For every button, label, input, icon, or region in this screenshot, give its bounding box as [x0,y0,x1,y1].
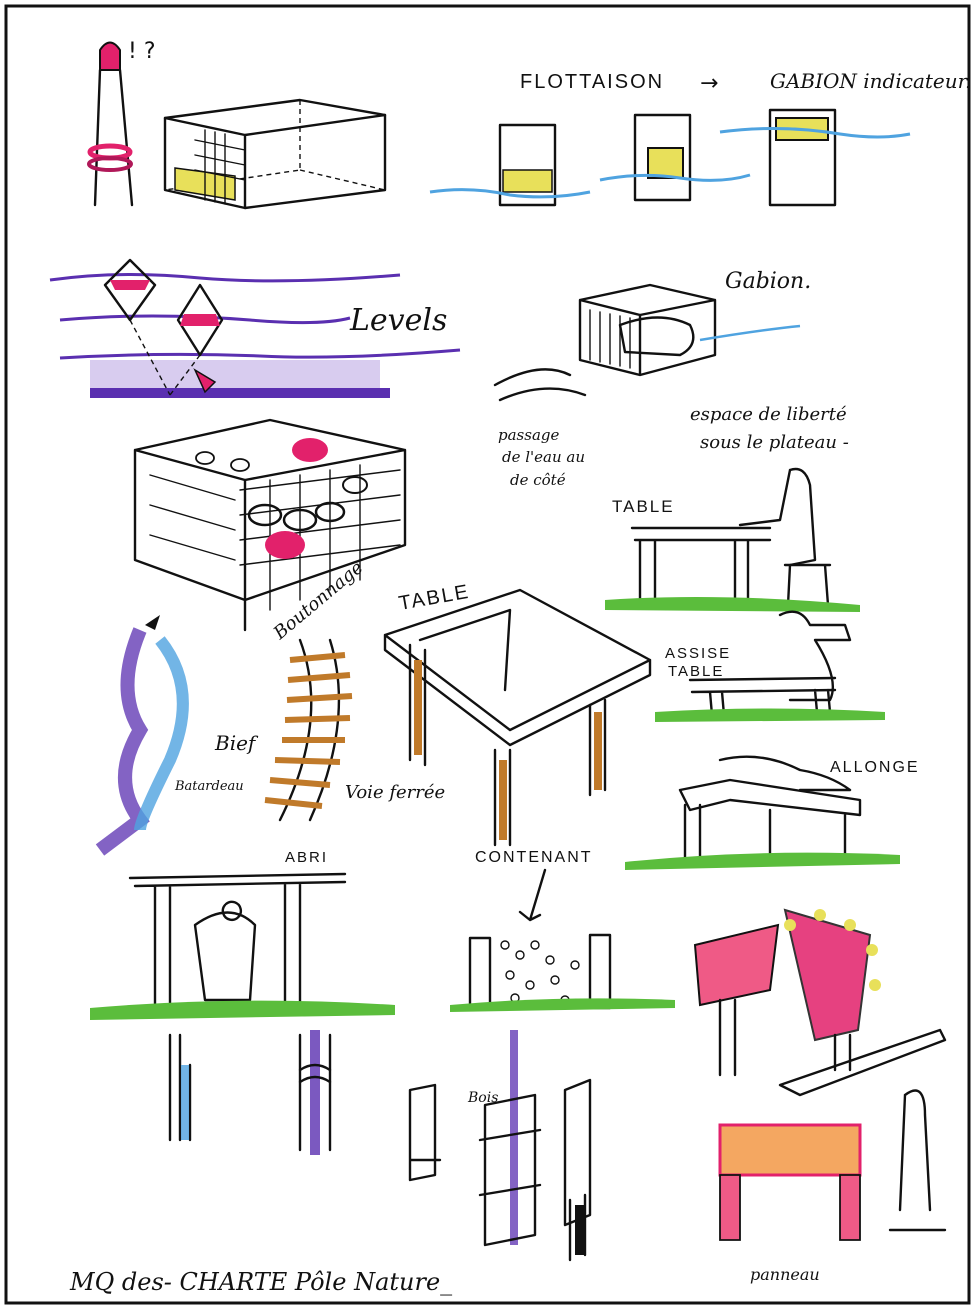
gabion-label: Gabion. [725,269,811,294]
passage-label-2: de l'eau au [502,448,585,466]
question-marks: ! ? [128,39,156,64]
espace-label-1: espace de liberté [690,404,847,425]
gabion-indicateur-label: GABION indicateur. [770,69,971,93]
allonge-label: ALLONGE [830,759,920,776]
arrow-glyph: → [700,71,718,96]
table-right-label: TABLE [612,497,675,516]
passage-label-3: de côté [510,471,566,489]
contenant-label: CONTENANT [475,849,593,866]
bois-label: Bois [467,1090,498,1106]
panneau-label: panneau [750,1265,820,1284]
assise-label-1: ASSISE [665,645,731,662]
bief-label: Bief [214,731,259,755]
assise-label-2: TABLE [668,663,724,680]
voie-ferree-label: Voie ferrée [345,782,445,803]
batardeau-label: Batardeau [174,779,244,794]
passage-label-1: passage [498,426,559,444]
footer-caption: MQ des- CHARTE Pôle Nature_ [69,1268,452,1296]
levels-label: Levels [349,303,447,338]
abri-label: ABRI [285,849,328,866]
flottaison-label: FLOTTAISON [520,71,664,93]
espace-label-2: sous le plateau - [700,432,849,453]
